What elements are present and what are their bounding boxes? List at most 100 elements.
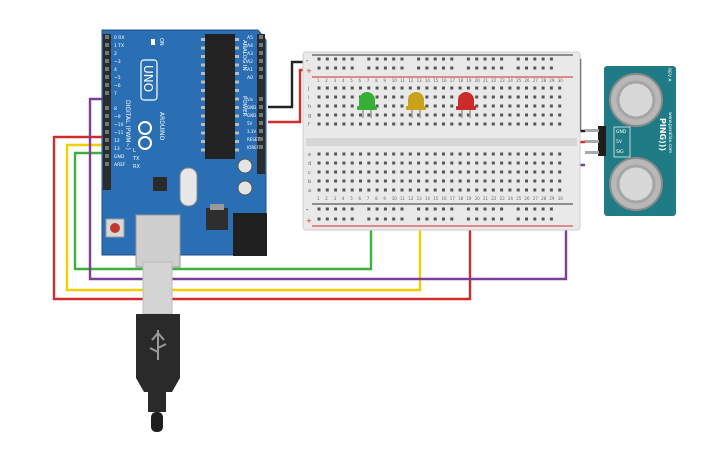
rail-hole[interactable]	[433, 207, 437, 211]
power-pin-hole[interactable]	[259, 113, 263, 117]
terminal-hole[interactable]	[450, 122, 454, 126]
terminal-hole[interactable]	[392, 104, 396, 108]
analog-pin-hole[interactable]	[259, 75, 263, 79]
terminal-hole[interactable]	[533, 113, 537, 117]
terminal-hole[interactable]	[483, 161, 487, 165]
terminal-hole[interactable]	[359, 170, 362, 174]
terminal-hole[interactable]	[500, 179, 504, 183]
rail-hole[interactable]	[541, 57, 545, 61]
terminal-hole[interactable]	[475, 95, 479, 99]
terminal-hole[interactable]	[375, 179, 379, 183]
terminal-hole[interactable]	[458, 152, 462, 156]
led-red[interactable]	[456, 92, 476, 110]
terminal-hole[interactable]	[549, 86, 553, 90]
terminal-hole[interactable]	[425, 179, 429, 183]
digital-pin-hole[interactable]	[105, 122, 109, 126]
terminal-hole[interactable]	[442, 104, 445, 108]
terminal-hole[interactable]	[483, 104, 487, 108]
rail-hole[interactable]	[541, 207, 545, 211]
terminal-hole[interactable]	[334, 95, 338, 99]
terminal-hole[interactable]	[433, 122, 437, 126]
terminal-hole[interactable]	[425, 161, 429, 165]
terminal-hole[interactable]	[325, 161, 329, 165]
terminal-hole[interactable]	[392, 95, 396, 99]
terminal-hole[interactable]	[491, 152, 495, 156]
digital-pin-hole[interactable]	[105, 138, 109, 142]
terminal-hole[interactable]	[442, 179, 445, 183]
rail-hole[interactable]	[425, 207, 429, 211]
rail-hole[interactable]	[375, 66, 379, 70]
terminal-hole[interactable]	[475, 152, 479, 156]
terminal-hole[interactable]	[383, 152, 387, 156]
analog-pin-hole[interactable]	[259, 67, 263, 71]
terminal-hole[interactable]	[359, 161, 362, 165]
rail-hole[interactable]	[475, 217, 479, 221]
rail-hole[interactable]	[433, 217, 437, 221]
rail-hole[interactable]	[425, 66, 429, 70]
terminal-hole[interactable]	[425, 95, 429, 99]
usb-cable[interactable]	[136, 261, 180, 432]
power-pin-hole[interactable]	[259, 97, 263, 101]
terminal-hole[interactable]	[425, 86, 429, 90]
terminal-hole[interactable]	[433, 113, 437, 117]
terminal-hole[interactable]	[525, 179, 528, 183]
terminal-hole[interactable]	[408, 161, 412, 165]
terminal-hole[interactable]	[483, 188, 487, 192]
terminal-hole[interactable]	[392, 170, 396, 174]
dc-power-jack[interactable]	[233, 213, 267, 256]
digital-pin-hole[interactable]	[105, 59, 109, 63]
terminal-hole[interactable]	[508, 86, 512, 90]
sensor-pin-sig[interactable]	[585, 151, 599, 154]
power-pin-hole[interactable]	[259, 137, 263, 141]
terminal-hole[interactable]	[533, 86, 537, 90]
terminal-hole[interactable]	[450, 113, 454, 117]
rail-hole[interactable]	[549, 207, 553, 211]
terminal-hole[interactable]	[433, 179, 437, 183]
power-pin-hole[interactable]	[259, 145, 263, 149]
terminal-hole[interactable]	[475, 122, 479, 126]
terminal-hole[interactable]	[350, 161, 354, 165]
terminal-hole[interactable]	[350, 113, 354, 117]
rail-hole[interactable]	[466, 66, 470, 70]
terminal-hole[interactable]	[475, 113, 479, 117]
terminal-hole[interactable]	[516, 104, 520, 108]
terminal-hole[interactable]	[558, 104, 562, 108]
terminal-hole[interactable]	[558, 152, 562, 156]
terminal-hole[interactable]	[400, 86, 404, 90]
led-green[interactable]	[357, 92, 377, 110]
rail-hole[interactable]	[541, 217, 545, 221]
terminal-hole[interactable]	[359, 188, 362, 192]
digital-pin-hole[interactable]	[105, 83, 109, 87]
ping-ultrasonic-sensor[interactable]: PING))) www.parallax.com REV A GND 5V SI…	[585, 66, 676, 216]
rail-hole[interactable]	[450, 217, 454, 221]
terminal-hole[interactable]	[375, 86, 379, 90]
terminal-hole[interactable]	[516, 188, 520, 192]
terminal-hole[interactable]	[475, 86, 479, 90]
terminal-hole[interactable]	[525, 104, 528, 108]
sensor-pin-5v[interactable]	[585, 140, 599, 143]
terminal-hole[interactable]	[334, 122, 338, 126]
terminal-hole[interactable]	[508, 179, 512, 183]
terminal-hole[interactable]	[525, 122, 528, 126]
terminal-hole[interactable]	[317, 95, 321, 99]
digital-pin-hole[interactable]	[105, 51, 109, 55]
terminal-hole[interactable]	[325, 152, 329, 156]
terminal-hole[interactable]	[549, 113, 553, 117]
terminal-hole[interactable]	[375, 152, 379, 156]
terminal-hole[interactable]	[516, 86, 520, 90]
terminal-hole[interactable]	[350, 104, 354, 108]
rail-hole[interactable]	[317, 207, 321, 211]
rail-hole[interactable]	[433, 57, 437, 61]
terminal-hole[interactable]	[458, 170, 462, 174]
terminal-hole[interactable]	[400, 170, 404, 174]
rail-hole[interactable]	[433, 66, 437, 70]
terminal-hole[interactable]	[475, 170, 479, 174]
terminal-hole[interactable]	[392, 113, 396, 117]
terminal-hole[interactable]	[458, 113, 462, 117]
terminal-hole[interactable]	[491, 179, 495, 183]
analog-pin-hole[interactable]	[259, 43, 263, 47]
rail-hole[interactable]	[475, 66, 479, 70]
rail-hole[interactable]	[383, 207, 387, 211]
rail-hole[interactable]	[525, 66, 528, 70]
rail-hole[interactable]	[342, 207, 346, 211]
